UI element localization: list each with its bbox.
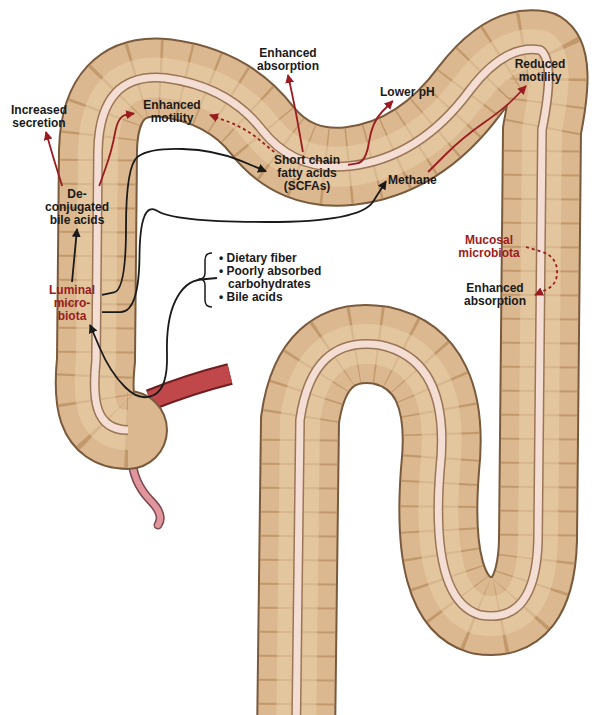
product-label: Methane [386,172,439,189]
microbiota-label: Luminal micro-biota [42,282,102,325]
flow-arrow [46,132,62,186]
list-item: • Dietary fiber [219,252,343,265]
label-text: Enhanced absorption [457,282,533,308]
mucosa-line-outline [95,49,549,715]
list-item: • Bile acids [219,291,343,304]
effect-label: Enhanced absorption [248,45,328,75]
flow-arrow [428,86,526,172]
label-text: Lower pH [380,86,435,99]
label-text: Luminal micro-biota [44,284,100,323]
flow-arrow [348,101,393,165]
effect-label: Increased secretion [4,102,74,132]
colon-outline [95,49,549,715]
flow-arrow [102,181,386,312]
flow-arrow [90,278,217,397]
label-text: Mucosal microbiota [454,234,524,260]
colon-wall [95,49,549,715]
colon-highlight [95,49,549,715]
product-label: De-conjugated bile acids [40,186,114,229]
label-text: Reduced motility [507,58,573,84]
haustra-creases [95,49,549,715]
effect-label: Enhanced motility [134,97,210,127]
mucosa-line [95,49,549,715]
list-item: • Poorly absorbed carbohydrates [219,265,343,291]
effect-label: Reduced motility [505,56,575,86]
label-text: Enhanced absorption [250,47,326,73]
label-text: Short chain fatty acids (SCFAs) [268,154,346,193]
dotted-arrow [526,247,557,295]
flow-arrow [99,114,134,187]
substrate-list: • Dietary fiber• Poorly absorbed carbohy… [217,250,345,306]
product-label: Short chain fatty acids (SCFAs) [266,152,348,195]
label-text: De-conjugated bile acids [42,188,112,227]
label-text: Enhanced motility [136,99,208,125]
label-text: Methane [388,174,437,187]
dotted-arrow [210,115,274,152]
effect-label: Lower pH [378,84,437,101]
microbiota-label: Mucosal microbiota [452,232,526,262]
flow-arrow [288,75,303,152]
flow-arrow [72,229,77,282]
effect-label: Enhanced absorption [455,280,535,310]
label-text: Increased secretion [6,104,72,130]
